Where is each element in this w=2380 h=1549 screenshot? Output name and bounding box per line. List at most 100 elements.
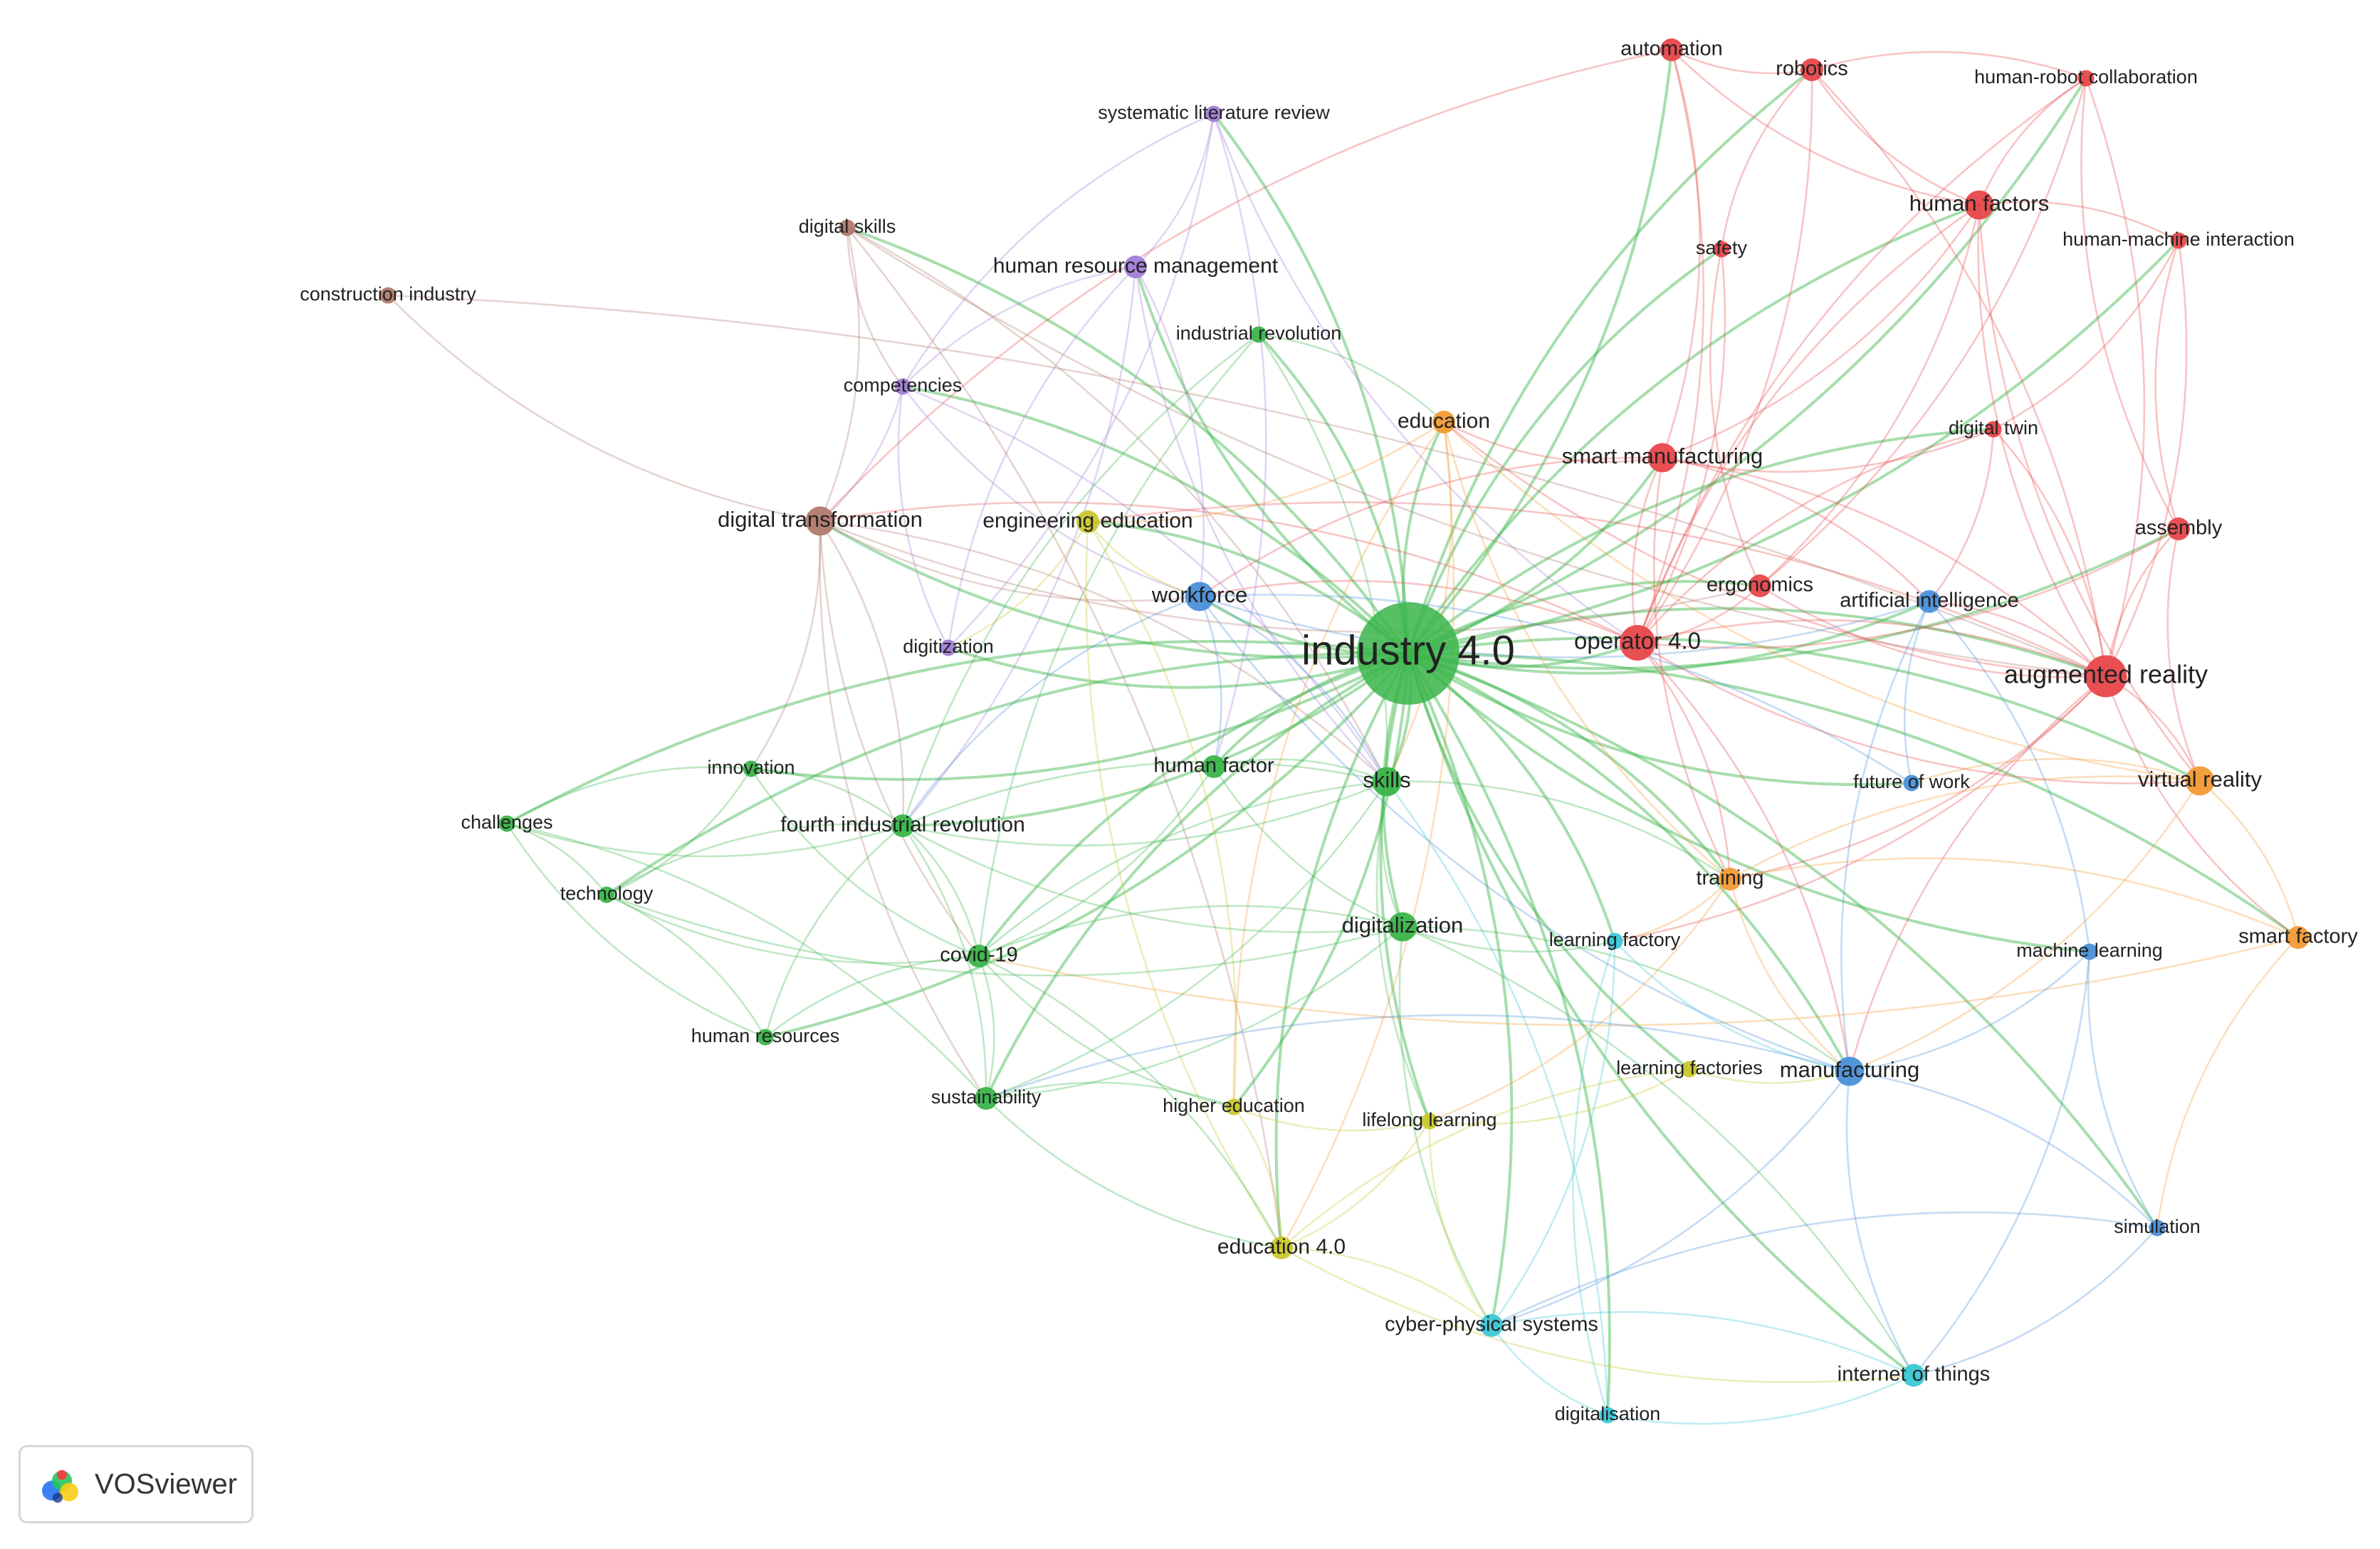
node-digitalskills[interactable] [839, 219, 856, 236]
node-iot[interactable] [1902, 1364, 1925, 1387]
node-hrm[interactable] [1124, 256, 1147, 278]
node-digitalization[interactable] [1388, 912, 1417, 942]
node-learningfactory[interactable] [1606, 933, 1623, 950]
node-manufacturing[interactable] [1835, 1056, 1865, 1086]
node-automation[interactable] [1660, 38, 1683, 61]
node-technology[interactable] [598, 886, 615, 903]
node-slr[interactable] [1205, 105, 1222, 122]
label-digitization[interactable]: digitization [903, 636, 994, 657]
node-covid[interactable] [968, 945, 990, 967]
node-hrc[interactable] [2077, 70, 2095, 87]
label-vr[interactable]: virtual reality [2138, 767, 2262, 792]
label-skills[interactable]: skills [1363, 767, 1410, 792]
label-humanfactors[interactable]: human factors [1909, 191, 2049, 216]
node-skills[interactable] [1372, 767, 1402, 797]
label-industrialrevolution[interactable]: industrial revolution [1176, 322, 1342, 344]
label-learningfactories[interactable]: learning factories [1616, 1057, 1763, 1078]
label-digitaltwin[interactable]: digital twin [1949, 417, 2038, 439]
node-fir[interactable] [891, 814, 914, 837]
label-competencies[interactable]: competencies [844, 374, 963, 396]
node-digitaltwin[interactable] [1985, 421, 2002, 438]
label-operator40[interactable]: operator 4.0 [1574, 628, 1701, 654]
label-challenges[interactable]: challenges [461, 812, 552, 833]
node-highereducation[interactable] [1225, 1098, 1242, 1115]
label-humanfactor[interactable]: human factor [1153, 755, 1274, 777]
label-automation[interactable]: automation [1620, 38, 1723, 61]
label-futureofwork[interactable]: future of work [1853, 771, 1970, 792]
label-smartfactory[interactable]: smart factory [2238, 925, 2358, 948]
node-operator40[interactable] [1620, 625, 1655, 661]
node-vr[interactable] [2185, 766, 2215, 796]
node-ml[interactable] [2081, 943, 2098, 960]
node-ergonomics[interactable] [1749, 574, 1771, 597]
node-humanresources[interactable] [757, 1029, 774, 1046]
node-safety[interactable] [1713, 241, 1730, 258]
label-innovation[interactable]: innovation [707, 757, 795, 778]
node-lifelong[interactable] [1421, 1113, 1438, 1130]
node-learningfactories[interactable] [1681, 1061, 1698, 1078]
node-innovation[interactable] [743, 760, 760, 777]
label-ar[interactable]: augmented reality [2004, 660, 2208, 689]
label-manufacturing[interactable]: manufacturing [1780, 1057, 1919, 1082]
label-humanresources[interactable]: human resources [691, 1025, 840, 1046]
node-ar[interactable] [2085, 655, 2127, 698]
label-education[interactable]: education [1398, 409, 1490, 433]
label-construction[interactable]: construction industry [300, 283, 476, 305]
node-construction[interactable] [379, 287, 397, 304]
label-robotics[interactable]: robotics [1776, 58, 1848, 80]
node-ai[interactable] [1918, 590, 1941, 613]
label-ai[interactable]: artificial intelligence [1840, 589, 2018, 612]
node-humanfactors[interactable] [1964, 190, 1994, 220]
label-lifelong[interactable]: lifelong learning [1362, 1109, 1496, 1130]
label-highereducation[interactable]: higher education [1163, 1095, 1305, 1116]
label-ml[interactable]: machine learning [2016, 940, 2163, 961]
node-assembly[interactable] [2167, 518, 2190, 540]
node-education40[interactable] [1270, 1236, 1293, 1259]
label-covid[interactable]: covid-19 [940, 944, 1018, 967]
node-engineeringeducation[interactable] [1076, 510, 1099, 533]
label-learningfactory[interactable]: learning factory [1549, 929, 1681, 950]
node-simulation[interactable] [2149, 1219, 2166, 1236]
node-industrialrevolution[interactable] [1250, 326, 1267, 343]
label-iot[interactable]: internet of things [1838, 1363, 1990, 1386]
node-workforce[interactable] [1185, 582, 1215, 611]
label-training[interactable]: training [1696, 867, 1763, 890]
node-education[interactable] [1432, 411, 1455, 434]
label-smartmfg[interactable]: smart manufacturing [1562, 443, 1763, 468]
label-slr[interactable]: systematic literature review [1098, 102, 1330, 123]
node-smartfactory[interactable] [2287, 926, 2310, 949]
label-digitalisation[interactable]: digitalisation [1555, 1403, 1661, 1424]
label-digitaltransformation[interactable]: digital transformation [718, 507, 923, 532]
label-education40[interactable]: education 4.0 [1217, 1235, 1346, 1259]
label-industry40[interactable]: industry 4.0 [1301, 627, 1515, 673]
node-robotics[interactable] [1800, 58, 1823, 81]
label-hmi[interactable]: human-machine interaction [2062, 229, 2295, 250]
vosviewer-badge[interactable]: VOSviewer [19, 1445, 253, 1523]
label-simulation[interactable]: simulation [2114, 1216, 2201, 1237]
label-digitalization[interactable]: digitalization [1342, 913, 1464, 938]
node-cps[interactable] [1480, 1314, 1503, 1337]
label-hrc[interactable]: human-robot collaboration [1974, 66, 2198, 88]
label-cps[interactable]: cyber-physical systems [1385, 1313, 1598, 1336]
label-hrm[interactable]: human resource management [993, 254, 1279, 278]
node-futureofwork[interactable] [1903, 774, 1920, 792]
label-assembly[interactable]: assembly [2135, 517, 2223, 540]
node-competencies[interactable] [894, 378, 911, 395]
node-industry40[interactable] [1357, 602, 1459, 705]
label-workforce[interactable]: workforce [1151, 582, 1247, 607]
label-fir[interactable]: fourth industrial revolution [780, 813, 1025, 836]
label-digitalskills[interactable]: digital skills [799, 216, 896, 237]
node-digitaltransformation[interactable] [805, 506, 835, 536]
node-hmi[interactable] [2170, 232, 2187, 249]
node-sustainability[interactable] [975, 1087, 997, 1110]
label-ergonomics[interactable]: ergonomics [1707, 574, 1813, 597]
label-engineeringeducation[interactable]: engineering education [982, 509, 1192, 532]
label-sustainability[interactable]: sustainability [931, 1086, 1042, 1108]
node-smartmfg[interactable] [1647, 443, 1677, 473]
label-safety[interactable]: safety [1696, 237, 1748, 258]
node-humanfactor[interactable] [1202, 755, 1225, 778]
node-challenges[interactable] [498, 815, 515, 832]
node-training[interactable] [1719, 868, 1741, 891]
node-digitalisation[interactable] [1599, 1407, 1616, 1424]
